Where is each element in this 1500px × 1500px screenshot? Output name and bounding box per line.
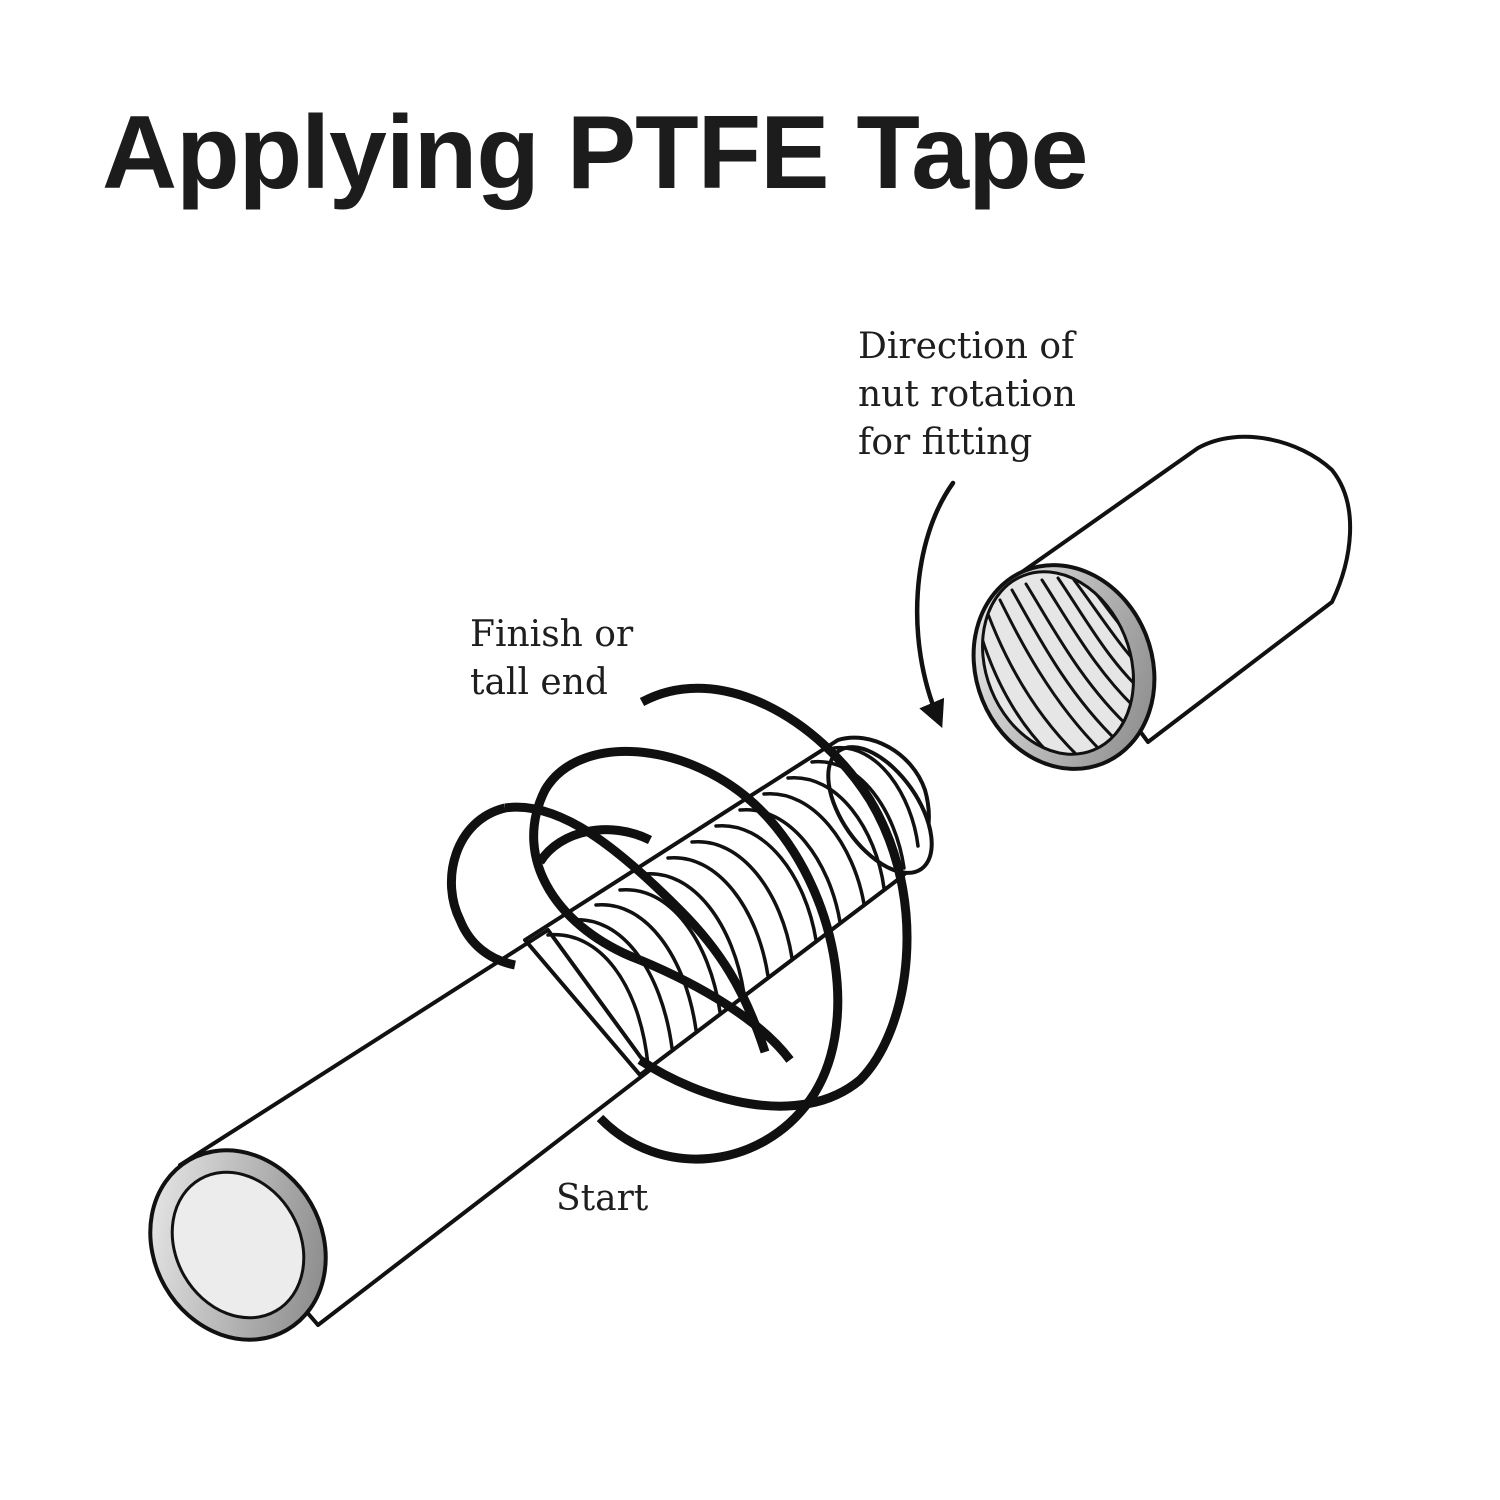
pipe-external-threads <box>546 746 920 1067</box>
page-title: Applying PTFE Tape <box>102 95 1087 211</box>
start-label: Start <box>556 1178 649 1219</box>
finish-label: Finish or tall end <box>470 614 634 703</box>
finish-label-line-1: Finish or <box>470 614 634 655</box>
direction-label-line-3: for fitting <box>858 422 1032 463</box>
threaded-nut <box>971 434 1353 771</box>
direction-label-line-1: Direction of <box>858 326 1077 367</box>
ptfe-tape <box>446 683 912 1164</box>
finish-label-line-2: tall end <box>470 662 608 703</box>
direction-label: Direction of nut rotation for fitting <box>858 326 1077 463</box>
direction-label-line-2: nut rotation <box>858 374 1076 415</box>
rotation-arrow <box>914 480 956 728</box>
